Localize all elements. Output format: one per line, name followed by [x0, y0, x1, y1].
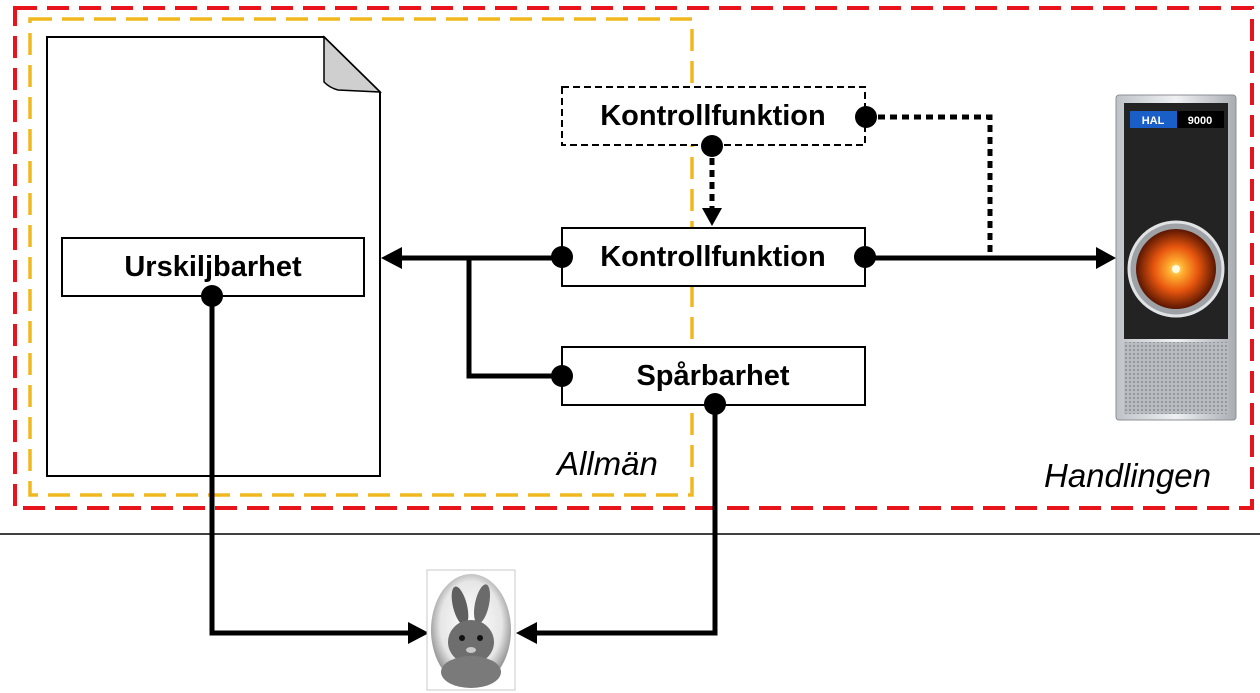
dot-traceability-bottom: [704, 393, 726, 415]
dot-top-control-right: [855, 106, 877, 128]
box-distinguishability-label: Urskiljbarhet: [124, 251, 302, 283]
hal-name-label: HAL: [1142, 115, 1165, 127]
connector-dots: [201, 106, 877, 415]
dot-mid-control-left: [551, 246, 573, 268]
arrowhead-to-document: [381, 247, 402, 269]
box-mid-control-label: Kontrollfunktion: [600, 241, 826, 273]
hal-9000-icon: HAL 9000: [1115, 94, 1237, 421]
dot-top-control-bottom: [701, 135, 723, 157]
arrowhead-bunny-left: [408, 622, 429, 644]
dot-mid-control-right: [854, 246, 876, 268]
box-top-control-label: Kontrollfunktion: [600, 100, 826, 132]
dotted-connector-right: [866, 114, 993, 258]
arrowhead-to-hal: [1096, 247, 1116, 269]
dot-distinguishability-bottom: [201, 285, 223, 307]
connector-urskiljbarhet-bunny: [209, 296, 410, 636]
connectors: [209, 114, 1116, 644]
outer-zone-border: [13, 6, 1254, 510]
arrowhead-down: [702, 208, 722, 226]
box-mid-control: Kontrollfunktion: [561, 227, 866, 287]
connector-branch: [466, 258, 562, 379]
bunny-image-icon: [426, 569, 516, 691]
outer-zone-label: Handlingen: [1044, 457, 1211, 494]
dot-traceability-left: [551, 365, 573, 387]
arrowhead-bunny-right: [516, 622, 537, 644]
connector-sparbarhet-bunny: [535, 404, 718, 636]
box-traceability-label: Spårbarhet: [636, 360, 789, 392]
inner-zone-label: Allmän: [555, 445, 658, 482]
hal-speaker-grille: [1124, 342, 1228, 414]
hal-model-label: 9000: [1188, 115, 1212, 127]
